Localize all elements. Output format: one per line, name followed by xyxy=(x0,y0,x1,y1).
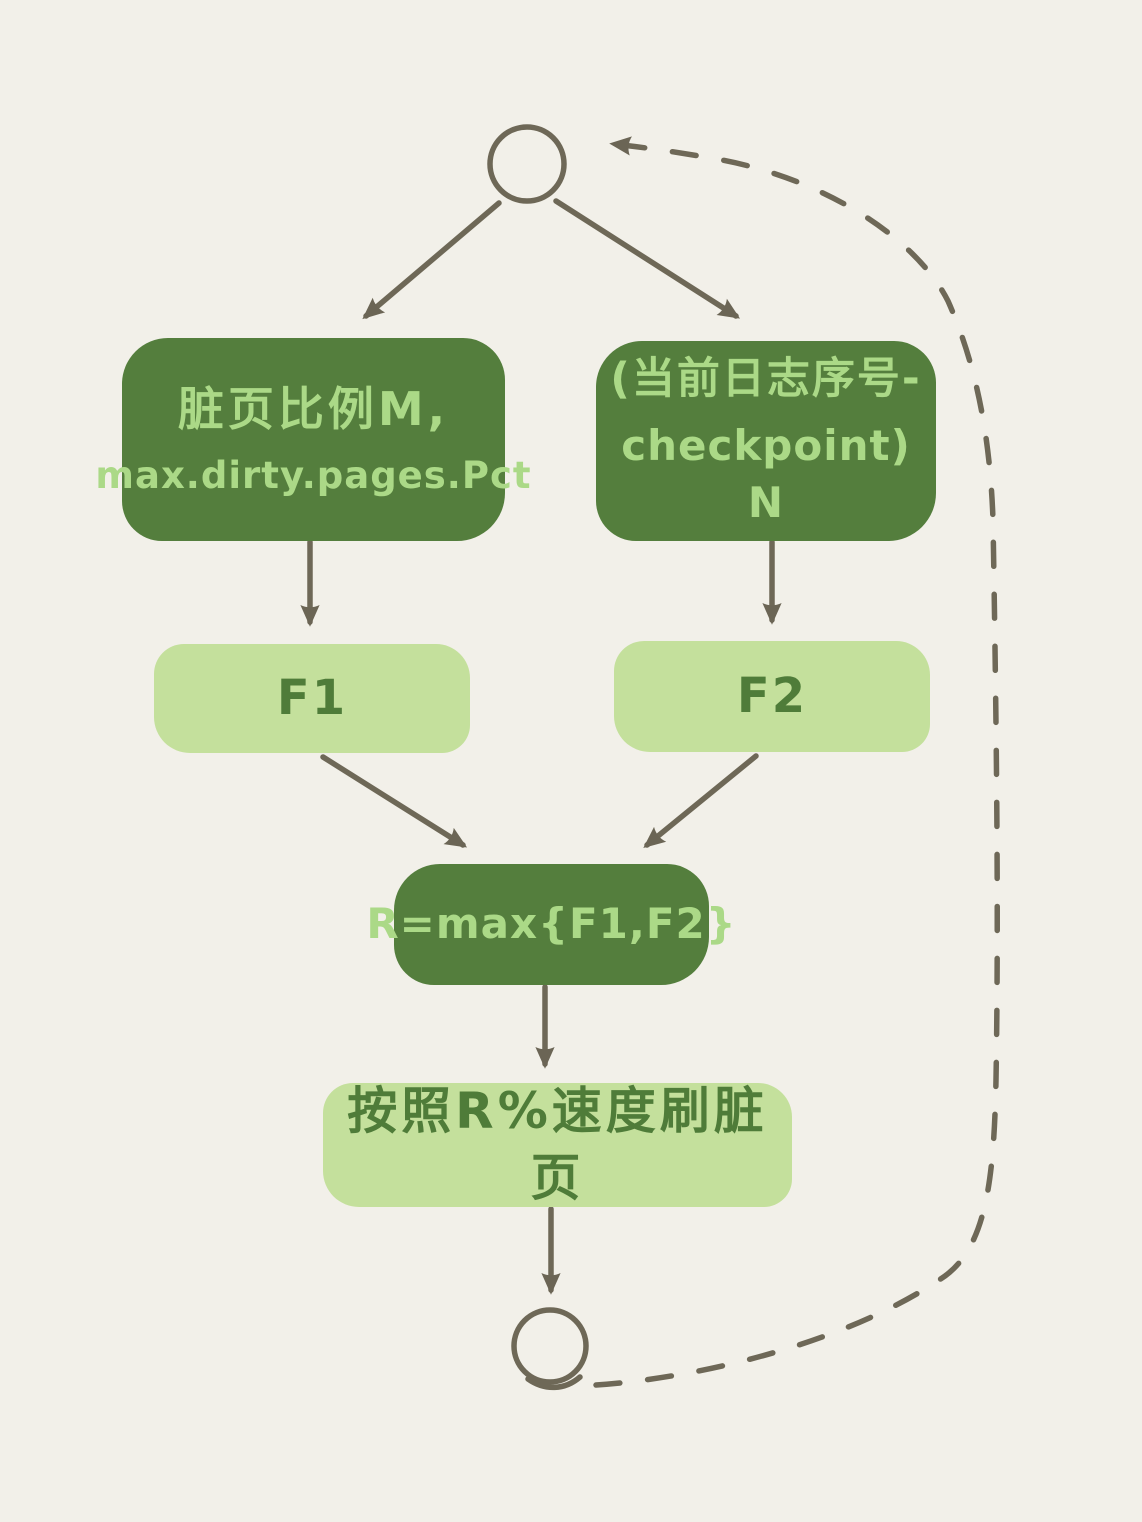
node-flush-rate: 按照R%速度刷脏页 xyxy=(323,1082,792,1207)
f2-label: F2 xyxy=(736,668,808,725)
end-circle xyxy=(511,1307,589,1385)
edge-end-to-start-dashed-loop xyxy=(593,136,1000,1388)
log-sequence-gap-line1: (当前日志序号- xyxy=(610,354,922,405)
edge-start-to-dirty-ratio xyxy=(362,200,502,320)
r-max-label: R=max{F1,F2} xyxy=(366,899,737,949)
log-sequence-gap-line2: checkpoint) N xyxy=(621,421,911,528)
edge-f1-to-rmax xyxy=(320,754,468,848)
node-log-sequence-gap: (当前日志序号- checkpoint) N xyxy=(596,341,936,541)
node-dirty-pages-ratio: 脏页比例M, max.dirty.pages.Pct xyxy=(95,338,531,541)
node-f2: F2 xyxy=(614,641,930,752)
node-r-max: R=max{F1,F2} xyxy=(366,864,736,985)
f1-label: F1 xyxy=(276,670,348,727)
edge-f2-to-rmax xyxy=(643,753,759,849)
node-f1: F1 xyxy=(154,644,470,753)
edge-start-to-log-gap xyxy=(553,198,741,319)
flush-rate-label: 按照R%速度刷脏页 xyxy=(347,1081,768,1208)
dirty-pages-ratio-line2: max.dirty.pages.Pct xyxy=(95,453,532,497)
start-circle xyxy=(487,124,567,204)
dirty-pages-ratio-line1: 脏页比例M, xyxy=(177,382,450,437)
end-circle-pen-tail xyxy=(525,1374,583,1391)
